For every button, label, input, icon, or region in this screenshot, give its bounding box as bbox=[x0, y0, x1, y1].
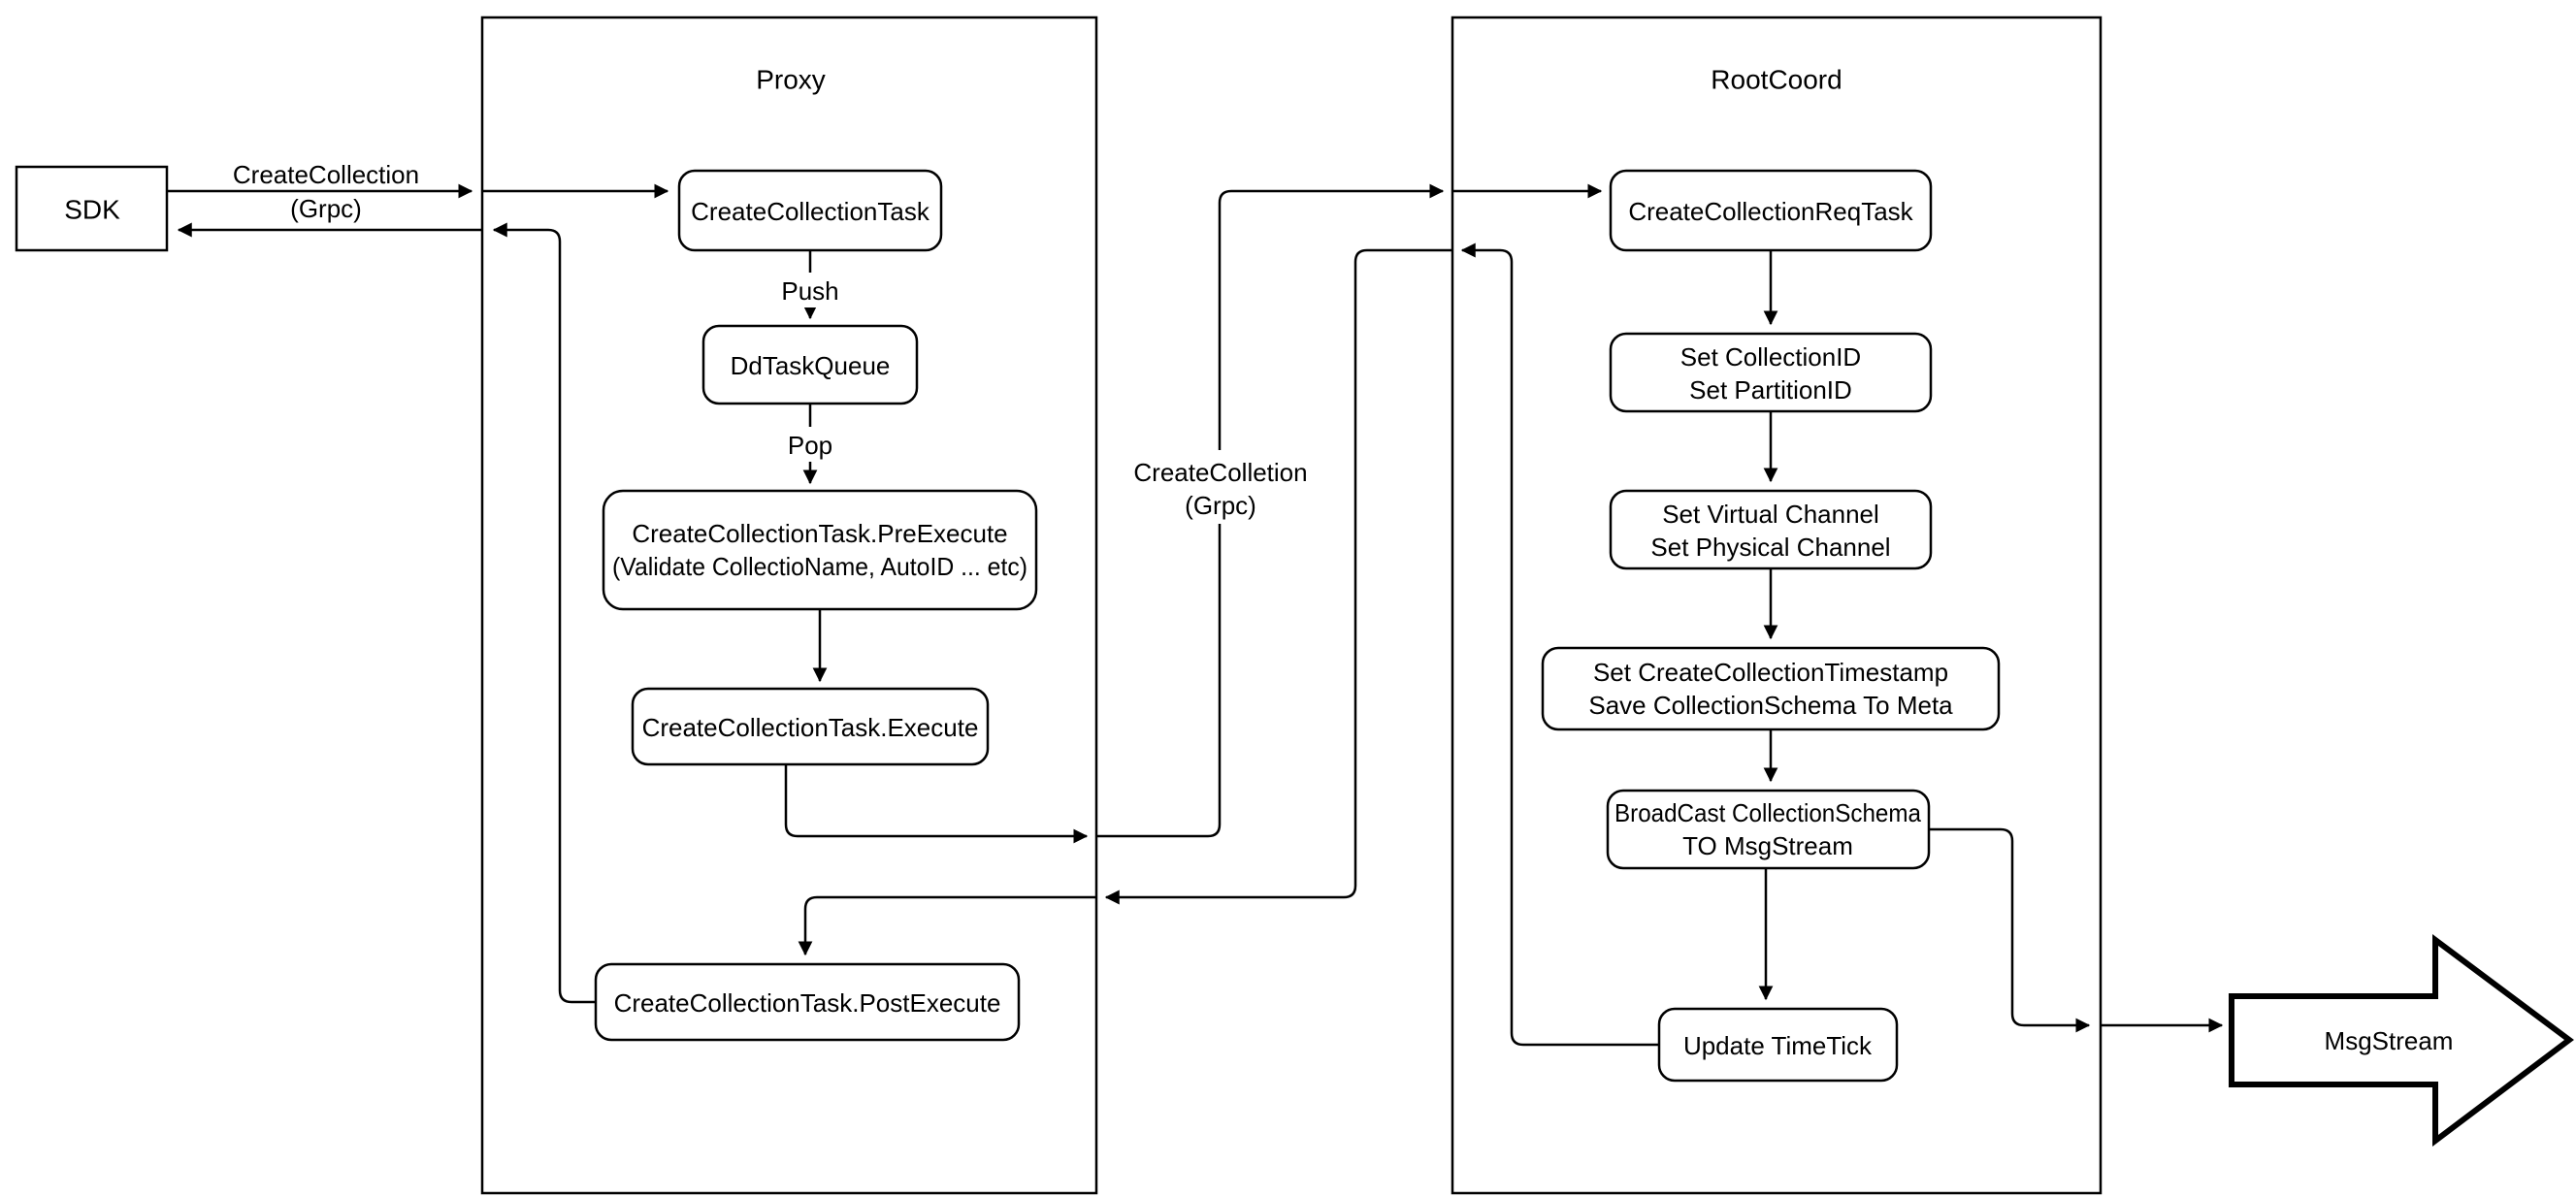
node-broadcast bbox=[1606, 789, 1931, 870]
mid-grpc-label-bg bbox=[1116, 450, 1325, 524]
edge-broadcast-to-rootcoord-border bbox=[1929, 827, 2091, 1033]
rootcoord-title: RootCoord bbox=[1711, 65, 1842, 95]
pop-label: Pop bbox=[788, 431, 832, 460]
preexecute-label-line1: CreateCollectionTask.PreExecute bbox=[632, 519, 1007, 548]
node-createcollectiontask bbox=[677, 169, 943, 252]
set-channels-label-line1: Set Virtual Channel bbox=[1662, 500, 1879, 529]
set-channels-label-line2: Set Physical Channel bbox=[1650, 533, 1890, 562]
edge-rootcoord-to-proxy-return bbox=[1104, 248, 1452, 905]
node-execute bbox=[631, 687, 990, 766]
edge-proxy-border-to-postexecute bbox=[798, 895, 1096, 956]
node-set-timestamp bbox=[1541, 646, 2001, 731]
mid-grpc-label-line1: CreateColletion bbox=[1133, 458, 1307, 487]
edge-timetick-to-rootcoord-border bbox=[1460, 243, 1659, 1047]
node-preexecute bbox=[602, 489, 1038, 611]
node-sdk bbox=[15, 165, 169, 252]
sdk-label: SDK bbox=[64, 195, 120, 225]
push-label: Push bbox=[781, 276, 838, 306]
set-timestamp-label-line2: Save CollectionSchema To Meta bbox=[1588, 691, 1953, 720]
node-ddtaskqueue bbox=[701, 324, 919, 405]
edge-postexecute-to-proxy-border bbox=[492, 222, 596, 1004]
edge-execute-to-proxy-border bbox=[784, 764, 1089, 844]
node-set-channels bbox=[1609, 489, 1933, 570]
proxy-title: Proxy bbox=[756, 65, 826, 95]
update-timetick-label: Update TimeTick bbox=[1683, 1031, 1873, 1060]
sdk-grpc-label-line1: CreateCollection bbox=[233, 160, 419, 189]
mid-grpc-label-line2: (Grpc) bbox=[1185, 491, 1256, 520]
node-set-ids bbox=[1609, 332, 1933, 413]
set-ids-label-line1: Set CollectionID bbox=[1680, 342, 1861, 372]
pop-label-bg bbox=[782, 427, 838, 462]
ddtaskqueue-label: DdTaskQueue bbox=[731, 351, 891, 380]
createcollectiontask-label: CreateCollectionTask bbox=[691, 197, 930, 226]
node-update-timetick bbox=[1657, 1007, 1899, 1083]
msgstream-label: MsgStream bbox=[2325, 1026, 2454, 1055]
node-postexecute bbox=[594, 962, 1021, 1042]
msgstream-arrow-shape bbox=[2229, 934, 2575, 1148]
preexecute-label-line2: (Validate CollectioName, AutoID ... etc) bbox=[612, 552, 1027, 581]
set-ids-label-line2: Set PartitionID bbox=[1689, 375, 1852, 404]
node-createcollectionreqtask bbox=[1609, 169, 1933, 252]
execute-label: CreateCollectionTask.Execute bbox=[642, 713, 979, 742]
broadcast-label-line2: TO MsgStream bbox=[1682, 831, 1853, 860]
sdk-grpc-label-line2: (Grpc) bbox=[290, 194, 362, 223]
push-label-bg bbox=[774, 273, 846, 307]
postexecute-label: CreateCollectionTask.PostExecute bbox=[614, 988, 1001, 1018]
set-timestamp-label-line1: Set CreateCollectionTimestamp bbox=[1593, 658, 1948, 687]
createcollectionreqtask-label: CreateCollectionReqTask bbox=[1628, 197, 1913, 226]
broadcast-label-line1: BroadCast CollectionSchema bbox=[1614, 798, 1921, 827]
